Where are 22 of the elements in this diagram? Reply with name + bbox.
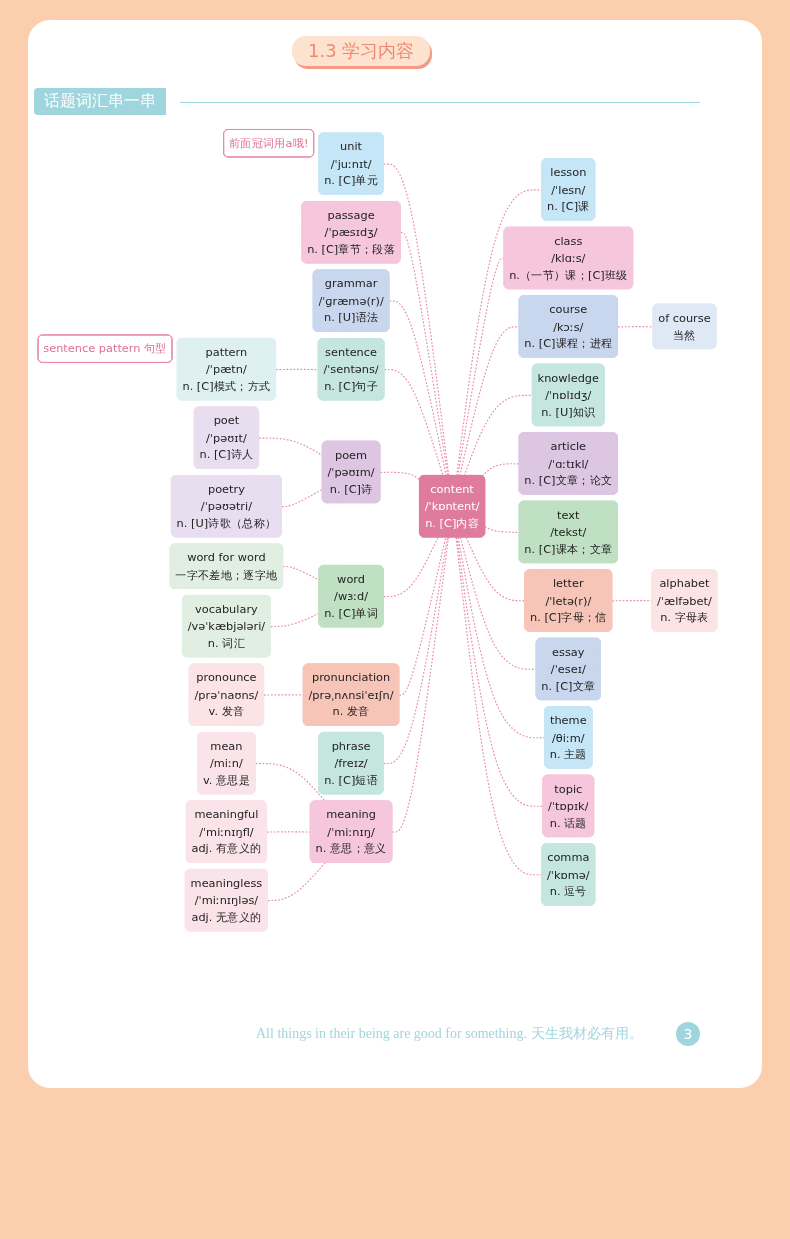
connector: [379, 471, 421, 481]
connector: [463, 394, 534, 477]
connector: [391, 536, 450, 833]
connector: [456, 536, 544, 807]
connector: [258, 437, 324, 457]
connector: [617, 326, 654, 328]
connector: [383, 536, 449, 765]
connector: [275, 368, 320, 371]
connector: [398, 536, 447, 696]
connector: [255, 762, 326, 802]
connector: [484, 525, 521, 533]
footer-motto: All things in their being are good for something. 天生我材必有用。: [256, 1025, 643, 1043]
connector: [383, 163, 450, 477]
node-label: sentence pattern 句型: [43, 341, 167, 356]
connector: [400, 232, 449, 477]
connector: [383, 536, 439, 598]
connector: [267, 862, 326, 902]
connector: [282, 565, 320, 581]
section-tab: 话题词汇串一串: [34, 88, 166, 115]
node-label: 前面冠词用a哦!: [228, 136, 309, 150]
connector: [455, 536, 543, 876]
title-badge: 1.3 学习内容: [292, 36, 431, 66]
